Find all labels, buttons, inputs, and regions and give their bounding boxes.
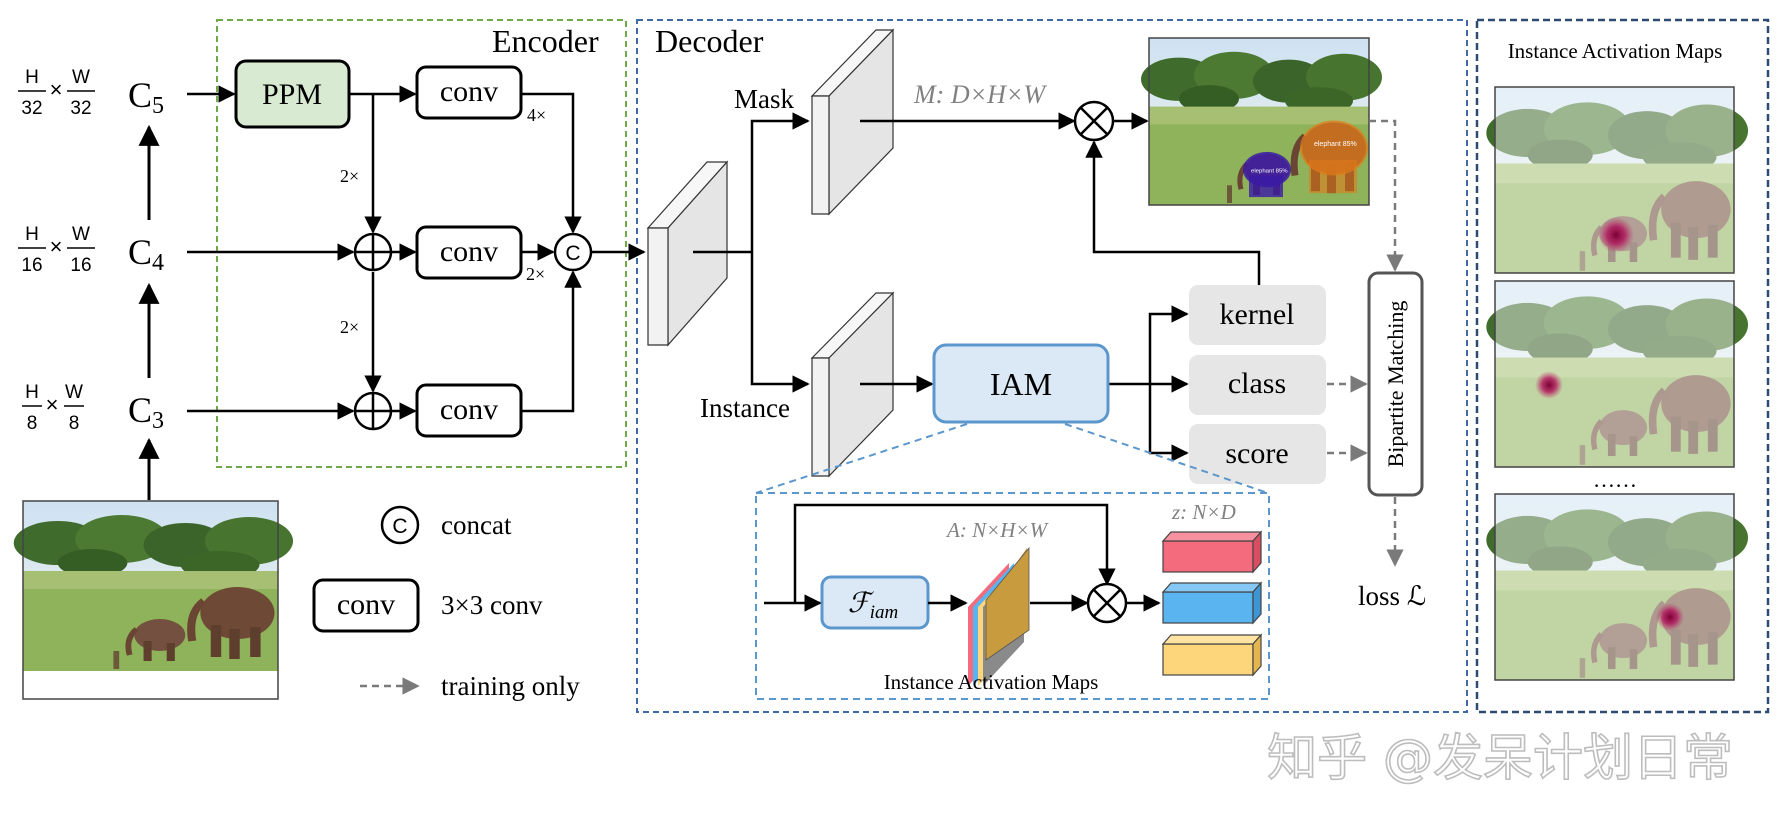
upsample-2x-left-top: 2× [340,166,359,186]
side-panel-ellipsis: …… [1593,467,1637,492]
a-label: A: N×H×W [945,518,1050,542]
scale-c5: H 32 × W 32 [18,67,95,119]
bipartite-matching-box [1367,271,1424,497]
conv-box-top [415,65,523,120]
iam-detail-region [755,492,1270,700]
backbone-c3-sub: 3 [152,408,164,434]
backbone-c5: C5 [128,75,164,119]
legend-conv-symbol: conv [337,588,395,621]
decoder-title: Decoder [655,23,764,59]
upsample-2x-left-bot: 2× [340,317,359,337]
backbone-c4: C4 [128,232,164,276]
z-label: z: N×D [1171,500,1236,524]
loss-label: loss ℒ [1358,581,1426,611]
scale-c5-times: × [50,77,63,102]
conv-label-top: conv [440,75,498,108]
legend-conv-label: 3×3 conv [441,590,543,620]
legend-conv-icon [312,578,420,633]
side-map-2 [1486,281,1748,467]
encoder-title: Encoder [492,23,599,59]
scale-c3-num-w: W [65,382,83,403]
backbone-c5-sub: 5 [152,93,164,119]
conv-label-mid: conv [440,235,498,268]
head-score-label: score [1225,437,1288,470]
scale-c5-num-w: W [72,67,90,88]
ppm-label: PPM [262,78,322,111]
side-panel-title: Instance Activation Maps [1508,39,1723,63]
scale-c3-den-h: 8 [27,413,38,434]
backbone-c3: C3 [128,390,164,434]
legend-training-label: training only [441,671,580,701]
head-kernel-box [1189,285,1326,345]
backbone-c4-sub: 4 [152,250,164,276]
scale-c3-times: × [46,392,59,417]
backbone-c5-base: C [128,75,152,115]
scale-c4-num-w: W [72,224,90,245]
z-block-red [1161,530,1263,574]
scale-c5-den-w: 32 [70,98,91,119]
encoder-arrows [187,85,646,420]
side-map-3 [1486,494,1748,680]
watermark: 知乎 @发呆计划日常 [1267,729,1733,787]
f-iam-subscript: iam [870,602,899,623]
legend-concat-label: concat [441,510,512,540]
scale-c4-num-h: H [25,224,39,245]
decoder-region [636,19,1468,713]
upsample-2x-mid: 2× [526,264,545,284]
iam-zoom-lines [755,423,1269,494]
head-class-label: class [1228,367,1286,400]
multiply-node-iam [1086,582,1128,624]
upsample-4x: 4× [527,105,546,125]
activation-map-stack [968,546,1030,686]
encoder-region [216,19,627,468]
scale-c4-den-w: 16 [70,255,91,276]
head-kernel-label: kernel [1220,298,1295,331]
side-map-1 [1486,87,1748,273]
legend-concat-symbol: C [392,515,407,538]
iam-detail-caption: Instance Activation Maps [884,670,1099,694]
decoder-feature-slab [646,160,729,347]
scale-c3-den-w: 8 [69,413,80,434]
iam-detail-arrows [764,503,1161,612]
scale-c5-num-h: H [25,67,39,88]
input-image [14,501,293,671]
f-iam-label: ℱiam [848,588,899,623]
segmentation-output-image: elephant 85% elephant 85% [1141,38,1382,205]
instance-branch-label: Instance [700,393,790,423]
iam-box [932,343,1110,424]
add-node-mid [353,232,393,272]
scale-c4-times: × [50,234,63,259]
scale-c4-den-h: 16 [21,255,42,276]
z-block-blue [1161,581,1263,625]
iam-label: IAM [990,366,1052,402]
mask-feature-label: M: D×H×W [913,80,1047,109]
legend-concat-icon [380,505,420,545]
seg-label-big: elephant 85% [1314,141,1357,148]
multiply-node-mask [1073,100,1115,142]
concat-node-symbol: C [565,242,580,265]
backbone-c4-base: C [128,232,152,272]
head-score-box [1189,424,1326,484]
conv-label-bot: conv [440,393,498,426]
bipartite-matching-label: Bipartite Matching [1383,301,1408,468]
add-node-bot [353,391,393,431]
mask-branch-label: Mask [734,84,794,114]
seg-label-small: elephant 85% [1251,169,1288,175]
z-block-yellow [1161,633,1263,677]
backbone-c3-base: C [128,390,152,430]
scale-c3-num-h: H [25,382,39,403]
side-panel-region [1475,18,1770,714]
scale-c5-den-h: 32 [21,98,42,119]
head-class-box [1189,355,1326,415]
scale-c4: H 16 × W 16 [18,224,95,276]
training-arrows [1327,119,1404,567]
scale-c3: H 8 × W 8 [22,382,84,434]
